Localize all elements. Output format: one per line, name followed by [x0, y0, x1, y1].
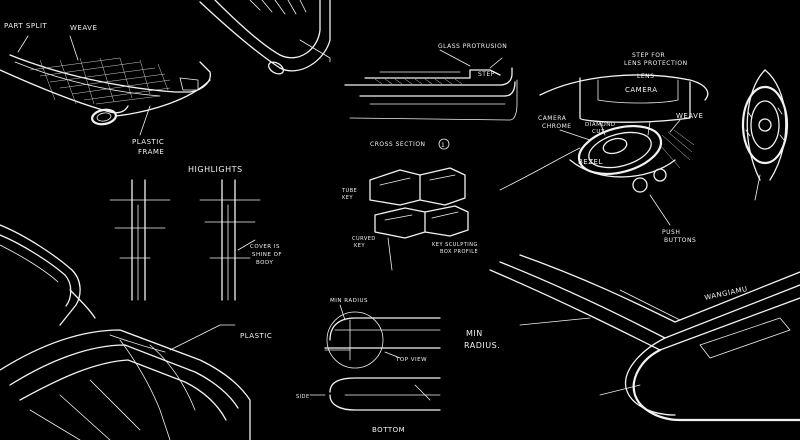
- push-buttons-label-2: BUTTONS: [664, 237, 696, 244]
- bottom-label: BOTTOM: [372, 426, 405, 434]
- highlights-sketch: HIGHLIGHTS COVER IS SHINE OF BODY: [109, 165, 282, 301]
- diamond-cut-label-1: DIAMOND: [585, 122, 616, 128]
- weave-hatching: [29, 57, 171, 105]
- cover-label-1: COVER IS: [250, 244, 280, 250]
- step-for-label-1: STEP FOR: [632, 52, 665, 59]
- min-radius-large-label-2: RADIUS.: [464, 341, 500, 350]
- diamond-cut-label-2: CUT: [592, 129, 605, 135]
- camera-module-sketch: STEP FOR LENS PROTECTION LENS CAMERA CAM…: [499, 52, 709, 244]
- side-view-label: SIDE: [296, 394, 310, 400]
- top-corner-sketch: [199, 0, 331, 75]
- tube-key-label-1b: KEY: [342, 195, 353, 201]
- bottom-left-plastic-sketch: PLASTIC: [0, 324, 272, 440]
- lens-label: LENS: [637, 73, 654, 80]
- push-buttons-label-1: PUSH: [662, 229, 680, 236]
- min-radius-sketch: MIN RADIUS TOP VIEW SIDE BOTTOM: [296, 298, 441, 434]
- key-sculpting-label-1: KEY SCULPTING: [432, 242, 478, 248]
- plastic-frame-label-2: FRAME: [138, 148, 164, 156]
- highlights-label: HIGHLIGHTS: [188, 165, 243, 174]
- left-phone-edge-sketch: [0, 224, 96, 326]
- lens-side-view-sketch: [741, 69, 789, 201]
- cross-section-sketch: GLASS PROTRUSION STEP CROSS SECTION 1: [344, 43, 518, 150]
- cross-section-number: 1: [441, 142, 445, 149]
- bezel-label: BEZEL: [578, 158, 603, 166]
- part-split-label: PART SPLIT: [4, 22, 48, 30]
- tube-key-label-2b: KEY: [354, 243, 365, 249]
- corner-weave-sketch: PART SPLIT WEAVE PLASTIC FRAME: [0, 22, 211, 156]
- weave-label: WEAVE: [70, 24, 97, 32]
- key-sculpting-sketch: TUBE KEY CURVED KEY KEY SCULPTING BOX PR…: [341, 167, 478, 271]
- camera-label: CAMERA: [625, 86, 658, 94]
- step-for-label-2: LENS PROTECTION: [624, 60, 688, 67]
- cross-section-label: CROSS SECTION: [370, 141, 426, 148]
- key-sculpting-label-2: BOX PROFILE: [440, 249, 478, 255]
- plastic-label: PLASTIC: [240, 332, 272, 340]
- tube-key-label-2a: CURVED: [352, 236, 376, 242]
- top-view-label: TOP VIEW: [395, 357, 427, 363]
- min-radius-small-label: MIN RADIUS: [330, 298, 368, 304]
- plastic-frame-label-1: PLASTIC: [132, 138, 164, 146]
- glass-protrusion-label: GLASS PROTRUSION: [438, 43, 507, 50]
- cover-label-2: SHINE OF: [252, 252, 282, 258]
- camera-chrome-label-2: CHROME: [542, 123, 572, 130]
- camera-chrome-label-1: CAMERA: [538, 115, 567, 122]
- min-radius-large-label-1: MIN: [466, 329, 483, 338]
- step-label: STEP: [478, 71, 495, 78]
- tube-key-label-1a: TUBE: [341, 188, 357, 194]
- camera-weave-label: WEAVE: [676, 112, 703, 120]
- cover-label-3: BODY: [256, 260, 273, 266]
